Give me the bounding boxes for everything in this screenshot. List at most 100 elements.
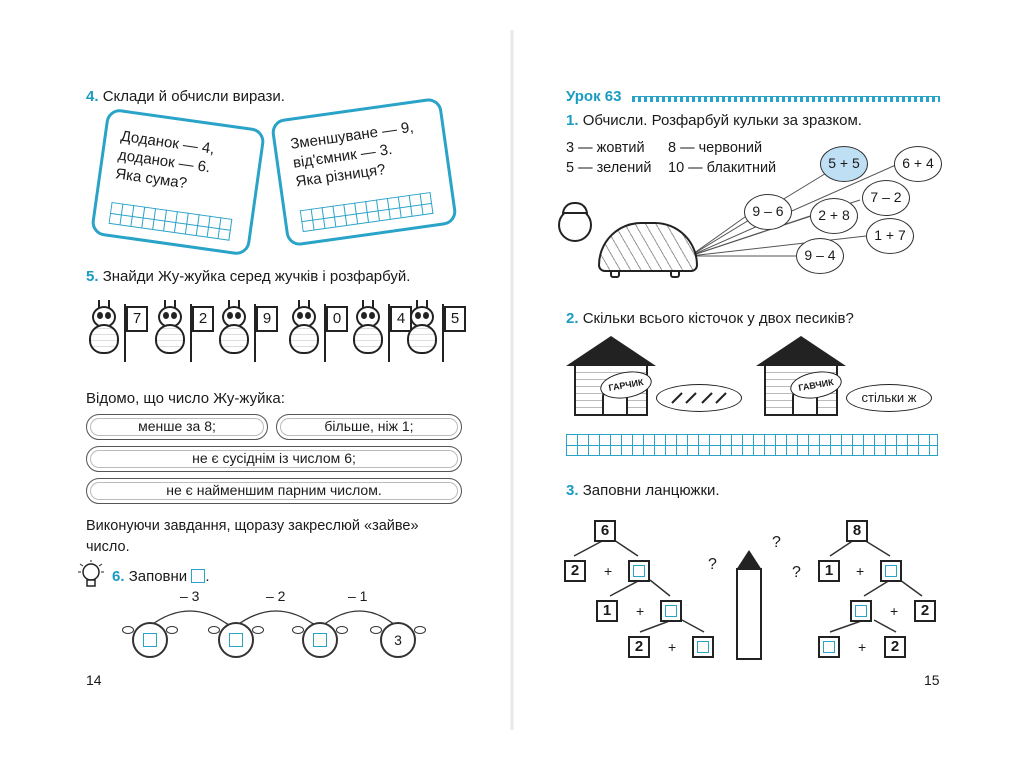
condition-pill: менше за 8; [86, 414, 268, 440]
task5-instruction: Виконуючи завдання, щоразу закреслюй «за… [86, 518, 419, 555]
operation-label: – 1 [348, 588, 368, 604]
wing [252, 626, 264, 634]
balloon[interactable]: 2 + 8 [810, 198, 858, 234]
task4-title: 4. Склади й обчисли вирази. [86, 88, 285, 105]
chain1-blank[interactable] [692, 636, 714, 658]
pencil-shaft [736, 568, 762, 660]
task2-title: 2. Скільки всього кісточок у двох песикі… [566, 310, 854, 327]
flag-pole [388, 304, 390, 362]
answer-grid[interactable] [299, 191, 434, 233]
start-circle: 3 [380, 622, 416, 658]
chain1-box: 2 [628, 636, 650, 658]
chain2-box: 1 [818, 560, 840, 582]
bone-plate-text: стільки ж [846, 384, 932, 412]
chain1-blank[interactable] [660, 600, 682, 622]
pencil-tip [736, 550, 762, 570]
plus-sign: + [636, 603, 645, 619]
chain1-box: 1 [596, 600, 618, 622]
operation-label: – 3 [180, 588, 200, 604]
bone-plate [656, 384, 742, 412]
beetle-flag: 7 [126, 306, 148, 332]
answer-circle[interactable] [302, 622, 338, 658]
condition-pill: не є сусіднім із числом 6; [86, 446, 462, 472]
balloon[interactable]: 1 + 7 [866, 218, 914, 254]
task4-card-difference: Зменшуване — 9, від'ємник — 3. Яка різни… [269, 96, 459, 248]
task4-card-sum: Доданок — 4, доданок — 6. Яка сума? [89, 107, 267, 257]
book-spine [510, 30, 514, 730]
beetle[interactable] [152, 300, 188, 360]
flag-pole [124, 304, 126, 362]
operation-label: – 2 [266, 588, 286, 604]
beetle-flag: 2 [192, 306, 214, 332]
beetle[interactable] [404, 300, 440, 360]
beetle[interactable] [216, 300, 252, 360]
plus-sign: + [604, 563, 613, 579]
doghouse-roof [756, 336, 846, 366]
balloon[interactable]: 6 + 4 [894, 146, 942, 182]
flag-pole [254, 304, 256, 362]
color-legend-item: 3 — жовтий [566, 140, 645, 156]
flag-pole [190, 304, 192, 362]
balloon[interactable]: 9 – 4 [796, 238, 844, 274]
chain2-box: 2 [884, 636, 906, 658]
condition-pill: більше, ніж 1; [276, 414, 462, 440]
pencil-character [736, 550, 764, 660]
wing [166, 626, 178, 634]
page-number-left: 14 [86, 672, 102, 688]
beetle[interactable] [350, 300, 386, 360]
task3-title: 3. Заповни ланцюжки. [566, 482, 720, 499]
question-mark: ? [792, 564, 801, 581]
beetle-flag: 5 [444, 306, 466, 332]
known-label: Відомо, що число Жу-жуйка: [86, 390, 285, 407]
beetle[interactable] [86, 300, 122, 360]
lesson-divider [632, 96, 940, 102]
beetle-flag: 9 [256, 306, 278, 332]
task5-title: 5. Знайди Жу-жуйка серед жучків і розфар… [86, 268, 411, 285]
beetle-flag: 0 [326, 306, 348, 332]
chain1-top: 6 [594, 520, 616, 542]
answer-circle[interactable] [132, 622, 168, 658]
chain2-links [829, 539, 923, 633]
condition-pill: не є найменшим парним числом. [86, 478, 462, 504]
balloon[interactable]: 7 – 2 [862, 180, 910, 216]
plus-sign: + [856, 563, 865, 579]
chain2-blank[interactable] [818, 636, 840, 658]
chain1-blank[interactable] [628, 560, 650, 582]
answer-grid[interactable] [108, 201, 233, 241]
answer-grid[interactable] [566, 434, 938, 456]
balloon[interactable]: 9 – 6 [744, 194, 792, 230]
chain2-box: 2 [914, 600, 936, 622]
lightbulb-icon [78, 560, 104, 587]
doghouse-roof [566, 336, 656, 366]
blank-square-icon [313, 633, 327, 647]
blank-square-icon [143, 633, 157, 647]
plus-sign: + [668, 639, 677, 655]
chain2-blank[interactable] [880, 560, 902, 582]
chain1-box: 2 [564, 560, 586, 582]
flag-pole [324, 304, 326, 362]
chain2-top: 8 [846, 520, 868, 542]
color-legend-item: 10 — блакитний [668, 160, 777, 176]
question-mark: ? [708, 556, 717, 573]
page-number-right: 15 [924, 672, 940, 688]
question-mark: ? [772, 534, 781, 551]
task1-title: 1. Обчисли. Розфарбуй кульки за зразком. [566, 112, 862, 129]
blank-square-icon [191, 569, 206, 583]
blank-square-icon [229, 633, 243, 647]
color-legend-item: 5 — зелений [566, 160, 652, 176]
chain1-links [573, 539, 705, 633]
chain2-blank[interactable] [850, 600, 872, 622]
wing [336, 626, 348, 634]
task6-arcs [149, 610, 398, 628]
balloon-sample[interactable]: 5 + 5 [820, 146, 868, 182]
flag-pole [442, 304, 444, 362]
turtle-shell [598, 222, 698, 272]
lesson-title: Урок 63 [566, 88, 622, 105]
wing [414, 626, 426, 634]
answer-circle[interactable] [218, 622, 254, 658]
plus-sign: + [858, 639, 867, 655]
color-legend-item: 8 — червоний [668, 140, 763, 156]
beetle[interactable] [286, 300, 322, 360]
plus-sign: + [890, 603, 899, 619]
bones-icon [671, 392, 727, 404]
